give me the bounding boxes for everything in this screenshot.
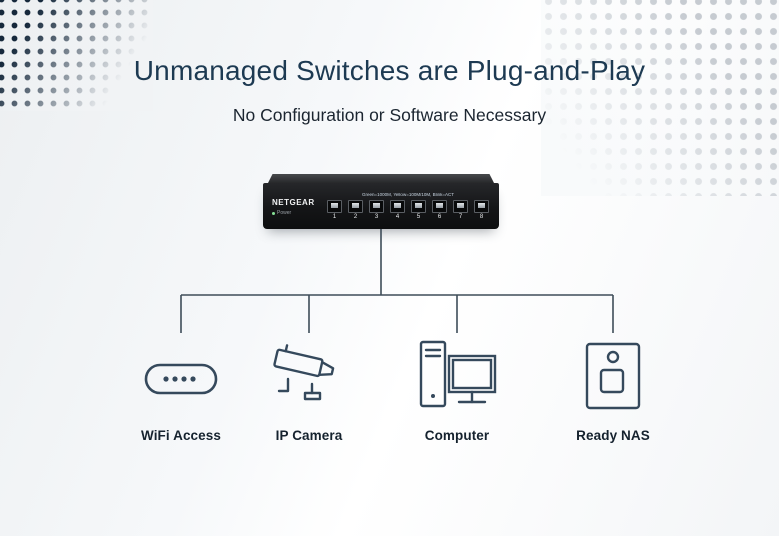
nas-storage-icon xyxy=(585,342,641,410)
page-subtitle: No Configuration or Software Necessary xyxy=(232,105,547,125)
ethernet-port-7: 7 xyxy=(452,199,469,220)
device-label-ready-nas: Ready NAS xyxy=(576,428,650,443)
ip-camera-icon xyxy=(273,344,335,401)
port-speed-caption: Green=1000M, Yellow=100M/10M, Blink=ACT xyxy=(362,193,454,198)
device-ip-camera: IP Camera xyxy=(249,336,369,443)
ethernet-port-6: 6 xyxy=(431,199,448,220)
device-label-wifi-access: WiFi Access xyxy=(140,428,221,443)
ethernet-port-4: 4 xyxy=(389,199,406,220)
rj45-jack-icon xyxy=(327,199,342,213)
netgear-switch-device: NETGEAR Power Green=1000M, Yellow=100M/1… xyxy=(263,174,499,229)
switch-port-panel: Green=1000M, Yellow=100M/10M, Blink=ACT … xyxy=(326,187,490,226)
switch-brand-panel: NETGEAR Power xyxy=(272,187,326,226)
page-title: Unmanaged Switches are Plug-and-Play xyxy=(133,55,646,86)
power-led-icon xyxy=(272,211,275,215)
netgear-logo: NETGEAR xyxy=(272,197,315,207)
device-label-ip-camera: IP Camera xyxy=(275,428,343,443)
ethernet-port-2: 2 xyxy=(347,199,364,220)
switch-top-face xyxy=(268,174,494,183)
ethernet-ports-row: 1 2 3 4 5 6 7 8 xyxy=(326,199,490,220)
switch-front-face: NETGEAR Power Green=1000M, Yellow=100M/1… xyxy=(263,183,499,229)
ethernet-port-3: 3 xyxy=(368,199,385,220)
rj45-jack-icon xyxy=(474,199,489,213)
rj45-jack-icon xyxy=(432,199,447,213)
rj45-jack-icon xyxy=(411,199,426,213)
device-label-computer: Computer xyxy=(424,428,490,443)
power-led-label: Power xyxy=(272,210,326,216)
rj45-jack-icon xyxy=(390,199,405,213)
device-wifi-access: WiFi Access xyxy=(121,336,241,443)
rj45-jack-icon xyxy=(369,199,384,213)
ethernet-port-1: 1 xyxy=(326,199,343,220)
wifi-access-point-icon xyxy=(144,363,218,395)
rj45-jack-icon xyxy=(348,199,363,213)
dot-pattern-top-right xyxy=(541,0,779,196)
ethernet-port-5: 5 xyxy=(410,199,427,220)
device-computer: Computer xyxy=(397,336,517,443)
device-ready-nas: Ready NAS xyxy=(553,336,673,443)
rj45-jack-icon xyxy=(453,199,468,213)
ethernet-port-8: 8 xyxy=(473,199,490,220)
desktop-computer-icon xyxy=(419,340,497,408)
